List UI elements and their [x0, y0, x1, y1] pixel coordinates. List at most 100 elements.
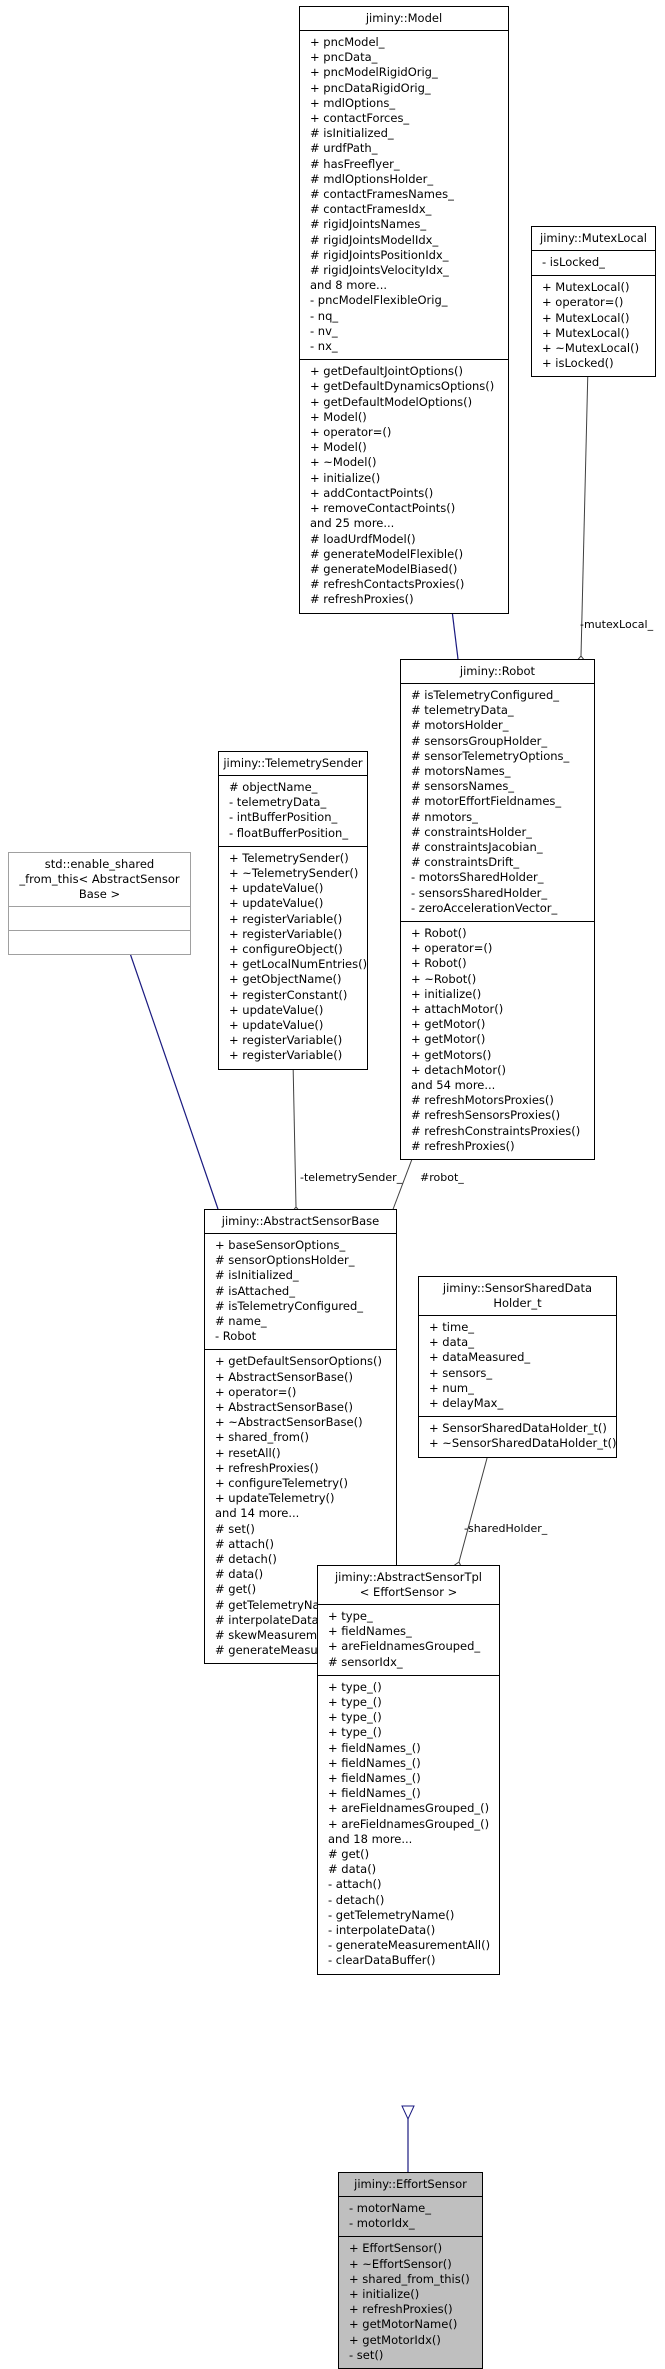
member-line: + updateTelemetry()	[215, 1491, 335, 1506]
class-title-enable-shared-from-this: std::enable_shared _from_this< AbstractS…	[9, 853, 190, 907]
member-line: # motorsHolder_	[411, 718, 509, 733]
member-line: + configureTelemetry()	[215, 1476, 349, 1491]
member-line: + registerConstant()	[229, 987, 348, 1002]
member-line: # constraintsJacobian_	[411, 840, 543, 855]
member-line: + fieldNames_()	[328, 1771, 421, 1786]
member-line: + ~SensorSharedDataHolder_t()	[429, 1436, 617, 1451]
member-line: # set()	[215, 1521, 255, 1536]
member-line: + removeContactPoints()	[310, 501, 456, 516]
member-line: + getMotor()	[411, 1032, 486, 1047]
member-line: + getMotorIdx()	[349, 2332, 441, 2347]
member-line: - nx_	[310, 339, 338, 354]
member-line: # refreshProxies()	[411, 1138, 515, 1153]
class-box-effort-sensor[interactable]: jiminy::EffortSensor - motorName_- motor…	[338, 2172, 483, 2369]
member-line: # isTelemetryConfigured_	[411, 688, 560, 702]
member-line: + updateValue()	[229, 1002, 324, 1017]
attributes-sensor-shared-data-holder: + time_+ data_+ dataMeasured_+ sensors_+…	[419, 1316, 616, 1418]
class-title-effort-sensor: jiminy::EffortSensor	[339, 2173, 482, 2197]
member-line: + addContactPoints()	[310, 485, 434, 500]
member-line: # rigidJointsModelIdx_	[310, 232, 439, 247]
member-line: + shared_from()	[215, 1430, 309, 1445]
member-line: - Robot	[215, 1329, 257, 1344]
member-line: + getDefaultSensorOptions()	[215, 1354, 382, 1369]
member-line: # generateModelBiased()	[310, 561, 458, 576]
member-line: + operator=()	[310, 425, 392, 440]
member-line: + initialize()	[411, 986, 482, 1001]
member-line: # sensorTelemetryOptions_	[411, 748, 570, 763]
member-line: + areFieldnamesGrouped_	[328, 1639, 481, 1654]
methods-enable-shared-from-this	[9, 931, 190, 954]
class-box-telemetry-sender[interactable]: jiminy::TelemetrySender # objectName_- t…	[218, 751, 368, 1070]
member-line: # interpolateData()	[215, 1612, 328, 1627]
member-line: + pncDataRigidOrig_	[310, 80, 431, 95]
class-title-abstract-sensor-tpl: jiminy::AbstractSensorTpl < EffortSensor…	[318, 1566, 499, 1605]
attributes-effort-sensor: - motorName_- motorIdx_	[339, 2197, 482, 2238]
member-line: # detach()	[215, 1552, 277, 1567]
member-line: + Model()	[310, 440, 367, 455]
methods-abstract-sensor-base: + getDefaultSensorOptions()+ AbstractSen…	[205, 1350, 396, 1663]
member-line: # constraintsHolder_	[411, 824, 532, 839]
member-line: + ~Robot()	[411, 971, 477, 986]
methods-abstract-sensor-tpl: + type_()+ type_()+ type_()+ type_()+ fi…	[318, 1676, 499, 1974]
class-title-mutex-local: jiminy::MutexLocal	[532, 227, 655, 251]
member-line: + fieldNames_()	[328, 1740, 421, 1755]
member-line: # name_	[215, 1314, 267, 1329]
member-line: + getObjectName()	[229, 972, 342, 987]
member-line: + getMotors()	[411, 1047, 492, 1062]
member-line: + operator=()	[411, 941, 493, 956]
member-line: - floatBufferPosition_	[229, 825, 349, 840]
member-line: # rigidJointsVelocityIdx_	[310, 263, 449, 278]
class-box-enable-shared-from-this[interactable]: std::enable_shared _from_this< AbstractS…	[8, 852, 191, 955]
member-line: # telemetryData_	[411, 703, 514, 718]
methods-mutex-local: + MutexLocal()+ operator=()+ MutexLocal(…	[532, 276, 655, 376]
class-box-mutex-local[interactable]: jiminy::MutexLocal - isLocked_ + MutexLo…	[531, 226, 656, 378]
member-line: + TelemetrySender()	[229, 850, 349, 865]
member-line: + areFieldnamesGrouped_()	[328, 1801, 490, 1816]
member-line: # sensorsNames_	[411, 779, 515, 794]
member-line: + ~Model()	[310, 455, 377, 470]
member-line: + mdlOptions_	[310, 95, 396, 110]
attributes-model: + pncModel_+ pncData_+ pncModelRigidOrig…	[300, 31, 508, 361]
member-line: # motorEffortFieldnames_	[411, 794, 562, 809]
member-line: + getMotor()	[411, 1017, 486, 1032]
member-line: + Robot()	[411, 926, 467, 941]
edge-label-telemetry-sender: -telemetrySender_	[300, 1171, 403, 1184]
member-line: and 25 more...	[310, 516, 395, 531]
member-line: # loadUrdfModel()	[310, 531, 416, 546]
member-line: # isInitialized_	[310, 126, 394, 141]
member-line: - sensorsSharedHolder_	[411, 885, 548, 900]
member-line: + registerVariable()	[229, 1033, 343, 1048]
member-line: # contactFramesIdx_	[310, 202, 432, 217]
member-line: + registerVariable()	[229, 911, 343, 926]
member-line: # rigidJointsPositionIdx_	[310, 247, 449, 262]
class-title-robot: jiminy::Robot	[401, 660, 594, 684]
member-line: - attach()	[328, 1877, 382, 1892]
member-line: # data()	[328, 1862, 377, 1877]
class-box-robot[interactable]: jiminy::Robot # isTelemetryConfigured_# …	[400, 659, 595, 1161]
member-line: + Robot()	[411, 956, 467, 971]
member-line: # get()	[328, 1847, 370, 1862]
member-line: # isAttached_	[215, 1283, 295, 1298]
member-line: + type_()	[328, 1725, 382, 1740]
member-line: # refreshProxies()	[310, 592, 414, 607]
member-line: + time_	[429, 1320, 475, 1334]
class-title-model: jiminy::Model	[300, 7, 508, 31]
methods-sensor-shared-data-holder: + SensorSharedDataHolder_t()+ ~SensorSha…	[419, 1417, 617, 1456]
member-line: + type_()	[328, 1679, 382, 1694]
member-line: # nmotors_	[411, 809, 478, 824]
member-line: # urdfPath_	[310, 141, 378, 156]
class-box-sensor-shared-data-holder[interactable]: jiminy::SensorSharedData Holder_t + time…	[418, 1276, 617, 1458]
member-line: + sensors_	[429, 1365, 493, 1380]
member-line: + updateValue()	[229, 896, 324, 911]
member-line: + configureObject()	[229, 942, 343, 957]
member-line: + detachMotor()	[411, 1062, 507, 1077]
member-line: + shared_from_this()	[349, 2271, 470, 2286]
member-line: # contactFramesNames_	[310, 187, 454, 202]
member-line: + attachMotor()	[411, 1002, 504, 1017]
member-line: + isLocked()	[542, 356, 614, 371]
class-box-abstract-sensor-tpl[interactable]: jiminy::AbstractSensorTpl < EffortSensor…	[317, 1565, 500, 1975]
member-line: + refreshProxies()	[349, 2302, 453, 2317]
class-box-model[interactable]: jiminy::Model + pncModel_+ pncData_+ pnc…	[299, 6, 509, 614]
member-line: + operator=()	[542, 295, 624, 310]
member-line: - isLocked_	[542, 255, 605, 269]
